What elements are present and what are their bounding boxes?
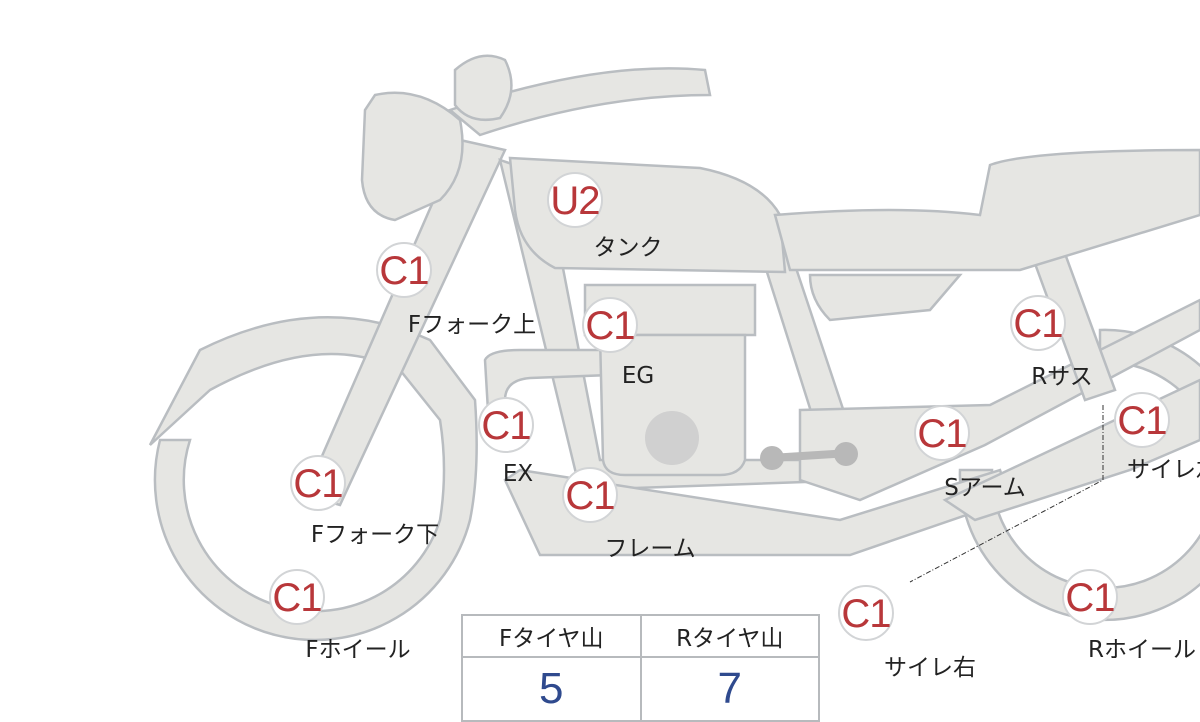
part-label-rear-suspension: Rサス	[1031, 364, 1093, 390]
instrument	[453, 54, 513, 122]
damage-marker-front-fork-upper[interactable]: C1	[376, 242, 432, 298]
part-label-front-wheel: Fホイール	[305, 637, 411, 663]
engine-block	[598, 333, 747, 477]
part-label-exhaust: EX	[502, 461, 534, 487]
value-front-tire: 5	[461, 656, 642, 722]
part-label-frame: フレーム	[604, 536, 696, 562]
damage-marker-front-fork-lower[interactable]: C1	[290, 455, 346, 511]
value-rear-tire: 7	[639, 656, 820, 722]
damage-marker-swing-arm[interactable]: C1	[914, 405, 970, 461]
part-label-front-fork-upper: Fフォーク上	[407, 312, 537, 338]
part-label-tank: タンク	[593, 235, 663, 261]
side-cover	[808, 273, 963, 322]
damage-marker-muffler-left[interactable]: C1	[1114, 392, 1170, 448]
footpeg-end	[834, 442, 858, 466]
part-label-engine: EG	[621, 363, 655, 389]
header-front-tire: Fタイヤ山	[461, 614, 642, 658]
seat	[773, 148, 1200, 272]
damage-marker-exhaust[interactable]: C1	[478, 397, 534, 453]
frame-lower	[503, 468, 1012, 557]
part-label-front-fork-lower: Fフォーク下	[310, 522, 440, 548]
damage-marker-front-wheel[interactable]: C1	[269, 569, 325, 625]
part-label-muffler-left: サイレ左	[1127, 457, 1200, 483]
part-label-muffler-right: サイレ右	[884, 655, 976, 681]
footpeg-end	[760, 446, 784, 470]
damage-marker-tank[interactable]: U2	[547, 172, 603, 228]
damage-marker-rear-wheel[interactable]: C1	[1062, 569, 1118, 625]
headlight	[360, 91, 464, 222]
damage-marker-muffler-right[interactable]: C1	[838, 585, 894, 641]
front-wheel	[148, 316, 478, 642]
tire-tread-table: Fタイヤ山 Rタイヤ山 5 7	[461, 614, 820, 722]
damage-marker-frame[interactable]: C1	[562, 467, 618, 523]
engine-cover	[645, 411, 699, 465]
part-label-rear-wheel: Rホイール	[1088, 637, 1196, 663]
part-label-swing-arm: Sアーム	[944, 475, 1026, 501]
header-rear-tire: Rタイヤ山	[639, 614, 820, 658]
damage-marker-rear-suspension[interactable]: C1	[1010, 295, 1066, 351]
handlebar	[447, 67, 712, 137]
leader-line	[909, 405, 1104, 583]
damage-marker-engine[interactable]: C1	[582, 297, 638, 353]
